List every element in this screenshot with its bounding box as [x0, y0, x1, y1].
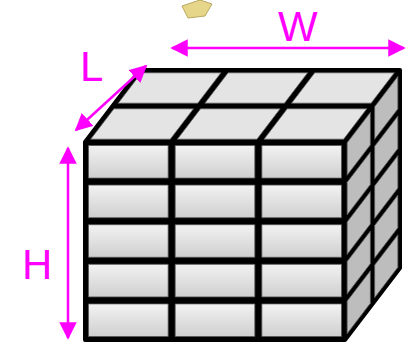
front-brick	[262, 304, 342, 337]
front-brick	[175, 304, 255, 337]
dimension-label: W	[278, 6, 318, 48]
front-brick	[175, 146, 255, 179]
front-brick	[262, 185, 342, 218]
front-brick	[175, 225, 255, 258]
front-brick	[89, 304, 169, 337]
dimension-label: H	[22, 244, 52, 286]
front-brick	[262, 146, 342, 179]
front-brick	[89, 225, 169, 258]
top-brick	[91, 109, 194, 139]
top-brick	[264, 109, 367, 139]
front-brick	[262, 225, 342, 258]
dimension-label: L	[80, 46, 103, 88]
front-brick	[262, 264, 342, 297]
front-brick	[175, 185, 255, 218]
cheese-icon	[182, 0, 212, 18]
height-arrow	[67, 148, 70, 338]
front-brick	[89, 146, 169, 179]
brick-cells	[89, 73, 398, 337]
top-brick	[205, 73, 308, 103]
top-brick	[291, 73, 394, 103]
front-brick	[175, 264, 255, 297]
top-brick	[177, 109, 280, 139]
front-brick	[89, 264, 169, 297]
front-brick	[89, 185, 169, 218]
stack-outline	[85, 70, 400, 340]
side-brick	[375, 235, 398, 298]
side-brick	[347, 271, 370, 334]
